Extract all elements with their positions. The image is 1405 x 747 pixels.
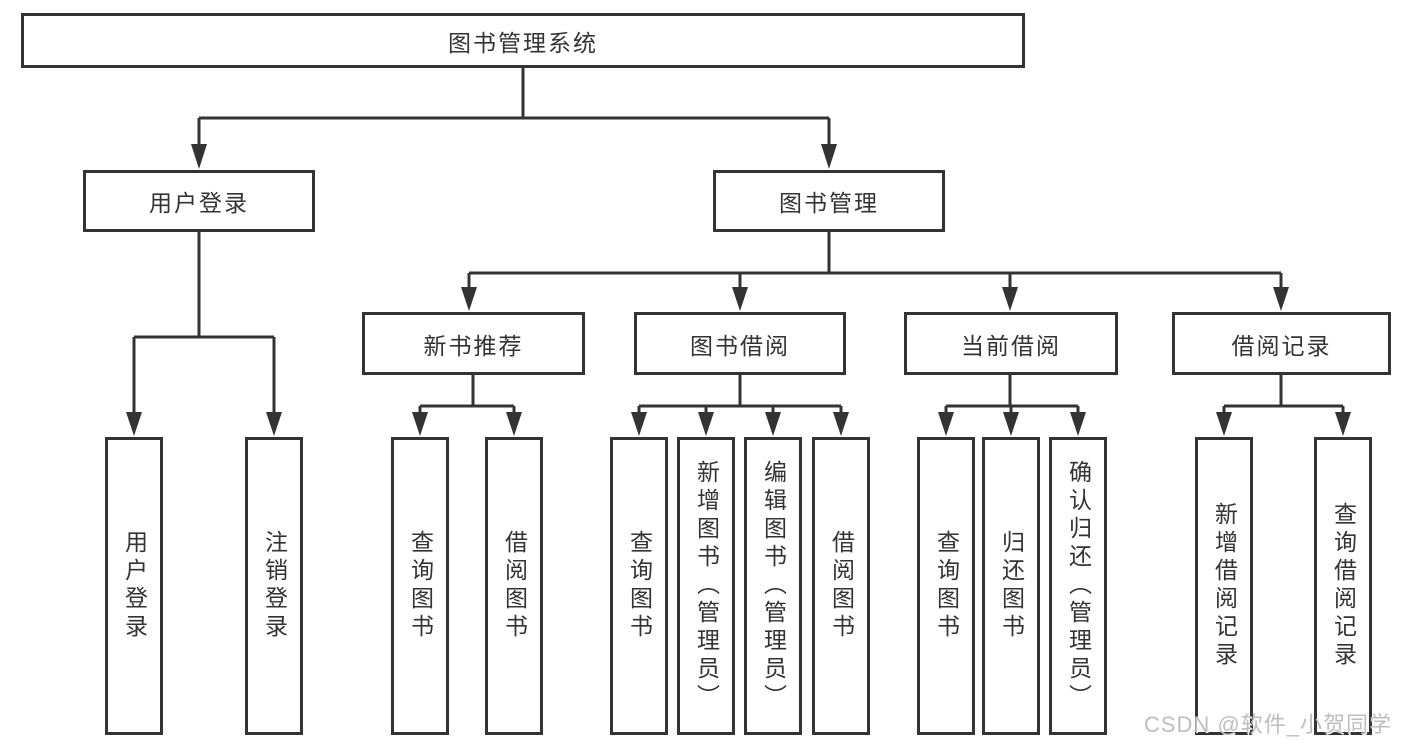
leaf-borrow-edit-books-admin: 编辑图书（管理员） — [744, 437, 802, 735]
arrowhead-icons — [126, 144, 1351, 436]
node-borrow-records: 借阅记录 — [1172, 312, 1391, 375]
leaf-recommend-borrow-books: 借阅图书 — [485, 437, 543, 735]
node-book-management: 图书管理 — [713, 170, 945, 232]
csdn-watermark: CSDN @软件_小贺同学 — [1143, 712, 1392, 737]
leaf-records-add-record: 新增借阅记录 — [1195, 437, 1253, 735]
node-current-borrow: 当前借阅 — [904, 312, 1118, 375]
leaf-records-query-record: 查询借阅记录 — [1314, 437, 1372, 735]
leaf-user-login: 用户登录 — [105, 437, 163, 735]
leaf-current-return-books: 归还图书 — [982, 437, 1040, 735]
leaf-borrow-borrow-books: 借阅图书 — [812, 437, 870, 735]
node-new-book-recommend: 新书推荐 — [362, 312, 585, 375]
node-user-login: 用户登录 — [83, 170, 315, 232]
leaf-current-query-books: 查询图书 — [917, 437, 975, 735]
leaf-recommend-query-books: 查询图书 — [391, 437, 449, 735]
leaf-borrow-add-books-admin: 新增图书（管理员） — [677, 437, 735, 735]
leaf-logout: 注销登录 — [245, 437, 303, 735]
node-library-system: 图书管理系统 — [21, 13, 1025, 68]
leaf-borrow-query-books: 查询图书 — [610, 437, 668, 735]
node-book-borrow: 图书借阅 — [634, 312, 846, 375]
leaf-current-confirm-return-admin: 确认归还（管理员） — [1049, 437, 1107, 735]
